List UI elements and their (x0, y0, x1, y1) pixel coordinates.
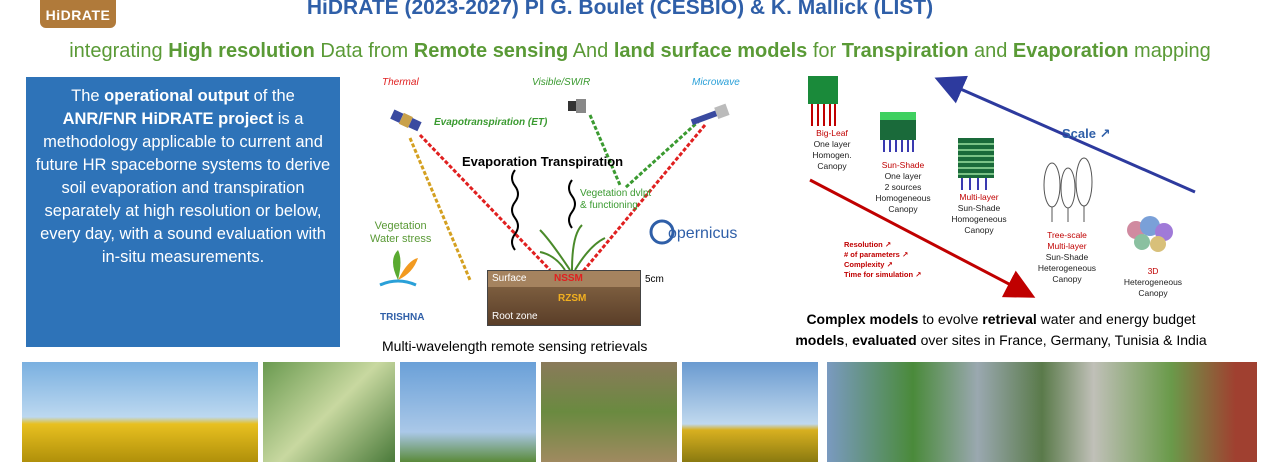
subtitle-part: And (568, 40, 614, 62)
subtitle-part: Evaporation (1012, 40, 1129, 62)
photo-collage-sites (827, 362, 1257, 462)
models-caption-line-2: models, evaluated over sites in France, … (746, 330, 1256, 351)
visible-beam (588, 114, 622, 186)
subtitle-part: for (807, 40, 842, 62)
models-caption-part: evaluated (852, 332, 917, 348)
photo-sensor-mast (400, 362, 536, 462)
thermal-beam-1 (418, 133, 552, 272)
models-caption-part: over sites in France, Germany, Tunisia &… (916, 332, 1207, 348)
big-leaf-name: Big-Leaf (816, 128, 848, 138)
three-d-label: 3D Heterogeneous Canopy (1116, 266, 1190, 299)
summary-text-1: The (71, 87, 105, 105)
three-d-name: 3D (1147, 266, 1159, 276)
page-title: HiDRATE (2023-2027) PI G. Boulet (CESBIO… (306, 0, 934, 19)
models-caption-part: retrieval (982, 311, 1037, 327)
models-caption-part: Complex models (806, 311, 919, 327)
plant-icon (539, 224, 606, 271)
microwave-beam-1 (578, 124, 707, 276)
big-leaf-label: Big-Leaf One layer Homogen. Canopy (806, 128, 858, 172)
complexity-item: Time for simulation ↗ (844, 270, 922, 279)
subtitle-part: and (968, 40, 1013, 62)
subtitle-part: integrating (69, 40, 169, 62)
models-caption-part: to evolve (918, 311, 983, 327)
models-caption: Complex models to evolve retrieval water… (746, 309, 1256, 351)
models-caption-part: water and energy budget (1036, 311, 1196, 327)
tree-scale-label: Tree-scale Multi-layer Sun-Shade Heterog… (1030, 230, 1104, 285)
evap-transp-label: Evaporation Transpiration (462, 154, 624, 169)
summary-bold-2: ANR/FNR HiDRATE project (62, 110, 274, 128)
subtitle-part: mapping (1128, 40, 1211, 62)
multi-layer-desc: Sun-Shade Homogeneous Canopy (951, 203, 1007, 235)
multi-layer-icon (958, 138, 994, 190)
tree-scale-icon (1043, 157, 1093, 222)
sun-shade-name: Sun-Shade (881, 160, 925, 170)
depth-label: 5cm (645, 274, 664, 285)
logo-text: HiDRATE (45, 7, 111, 23)
root-zone-label: Root zone (492, 311, 538, 322)
surface-label: Surface (492, 273, 527, 284)
models-caption-part: , (844, 332, 853, 348)
subtitle-part: Data from (314, 40, 414, 62)
remote-sensing-caption: Multi-wavelength remote sensing retrieva… (382, 338, 648, 354)
photo-soil-field (541, 362, 677, 462)
microwave-label: Microwave (692, 77, 740, 88)
complexity-item: # of parameters ↗ (844, 250, 909, 259)
trishna-text: TRISHNA (380, 312, 424, 323)
complexity-item: Resolution ↗ (844, 240, 892, 249)
microwave-beam-2 (623, 118, 702, 190)
page-subtitle: integrating High resolution Data from Re… (0, 40, 1280, 63)
trishna-logo: TRISHNA (379, 250, 424, 323)
subtitle-part: Remote sensing (413, 40, 569, 62)
remote-sensing-diagram: opernicus TRISHNA (379, 99, 737, 323)
sun-shade-desc: One layer 2 sources Homogeneous Canopy (875, 171, 931, 214)
complexity-item: Complexity ↗ (844, 260, 893, 269)
copernicus-text: opernicus (668, 225, 737, 242)
sun-shade-label: Sun-Shade One layer 2 sources Homogeneou… (868, 160, 938, 215)
big-leaf-desc: One layer Homogen. Canopy (812, 139, 852, 171)
scale-label: Scale ↗ (1062, 126, 1111, 141)
sun-shade-icon (880, 112, 916, 152)
subtitle-part: Transpiration (841, 40, 969, 62)
model-diagram (808, 75, 1196, 298)
visible-swir-label: Visible/SWIR (532, 77, 591, 88)
thermal-satellite-icon (390, 109, 422, 132)
models-caption-part: models (795, 332, 845, 348)
tree-scale-desc: Sun-Shade Heterogeneous Canopy (1037, 252, 1097, 284)
scale-arrow (934, 75, 1196, 194)
thermal-label: Thermal (382, 77, 419, 88)
three-d-canopy-icon (1127, 216, 1173, 252)
multi-layer-label: Multi-layer Sun-Shade Homogeneous Canopy (944, 192, 1014, 236)
et-label: Evapotranspiration (ET) (434, 117, 548, 128)
subtitle-part: land surface models (613, 40, 808, 62)
photo-sunflower-field (22, 362, 258, 462)
big-leaf-icon (808, 76, 838, 126)
summary-bold-1: operational output (104, 87, 249, 105)
three-d-desc: Heterogeneous Canopy (1123, 277, 1183, 298)
veg-stress-label: Vegetation Water stress (370, 220, 432, 245)
project-summary-box: The operational output of the ANR/FNR Hi… (26, 77, 340, 347)
transpiration-wave (568, 179, 576, 229)
evaporation-wave (511, 169, 519, 251)
photo-tower-field (682, 362, 818, 462)
copernicus-logo: opernicus (649, 219, 737, 245)
visible-satellite-icon (568, 99, 586, 113)
complexity-list: Resolution ↗ # of parameters ↗ Complexit… (844, 240, 921, 280)
microwave-satellite-icon (690, 103, 730, 126)
photo-plant-closeup (263, 362, 395, 462)
veg-dvlpt-label: Vegetation dvlpt & functioning (580, 188, 652, 211)
soil-surface-layer (488, 271, 640, 287)
hidrate-logo: HiDRATE (40, 0, 116, 28)
models-caption-line-1: Complex models to evolve retrieval water… (746, 309, 1256, 330)
complexity-arrow (809, 178, 1036, 298)
subtitle-part: High resolution (168, 40, 315, 62)
soil-profile: Surface NSSM RZSM Root zone (487, 270, 641, 326)
nssm-label: NSSM (554, 273, 583, 284)
tree-scale-name: Tree-scale Multi-layer (1047, 230, 1087, 251)
rzsm-label: RZSM (558, 293, 587, 304)
multi-layer-name: Multi-layer (959, 192, 999, 202)
summary-text-2: of the (248, 87, 295, 105)
summary-text-3: is a methodology applicable to current a… (35, 110, 331, 266)
thermal-beam-2 (408, 137, 472, 281)
